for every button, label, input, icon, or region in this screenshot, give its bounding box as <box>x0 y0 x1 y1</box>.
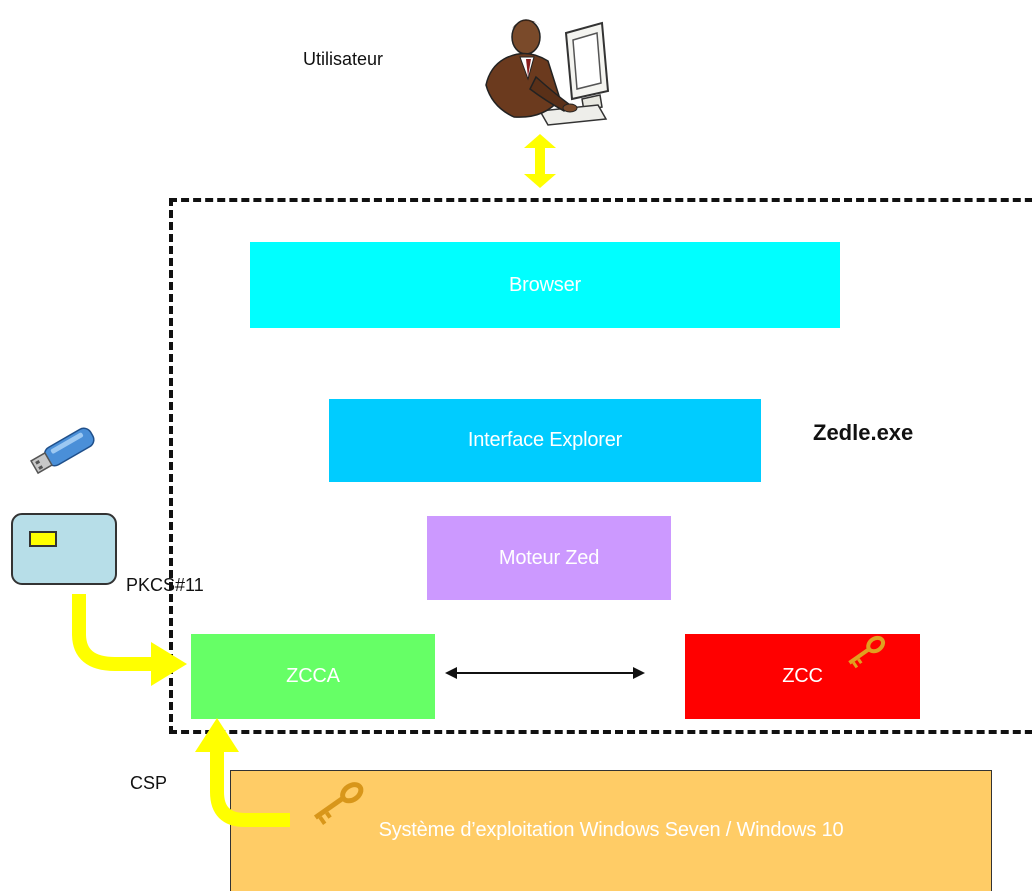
browser-label: Browser <box>509 273 581 296</box>
zcca-box: ZCCA <box>191 634 435 719</box>
smart-card-icon <box>11 513 117 585</box>
os-to-zcca-arrow <box>195 718 290 827</box>
user-label: Utilisateur <box>303 49 384 69</box>
os-box: Système d’exploitation Windows Seven / W… <box>230 770 992 891</box>
process-label: Zedle.exe <box>813 420 914 445</box>
interface-explorer-box: Interface Explorer <box>329 399 761 482</box>
zedle-process-frame <box>169 198 1032 734</box>
os-key-icon <box>313 782 364 825</box>
zcc-label: ZCC <box>782 665 823 687</box>
moteur-zed-label: Moteur Zed <box>498 546 600 569</box>
interface-explorer-label: Interface Explorer <box>467 429 623 451</box>
user-at-computer-icon <box>485 19 610 126</box>
user-double-arrow <box>524 134 556 188</box>
os-label: Système d’exploitation Windows Seven / W… <box>378 819 844 841</box>
browser-box: Browser <box>250 242 840 328</box>
card-to-zcca-arrow <box>72 594 187 686</box>
key-icon <box>848 635 886 669</box>
usb-token-icon <box>30 427 95 475</box>
zcca-label: ZCCA <box>286 665 340 687</box>
moteur-zed-box: Moteur Zed <box>427 516 671 600</box>
pkcs-label: PKCS#11 <box>126 575 204 595</box>
csp-label: CSP <box>130 773 168 793</box>
zcca-zcc-double-arrow <box>445 667 645 679</box>
